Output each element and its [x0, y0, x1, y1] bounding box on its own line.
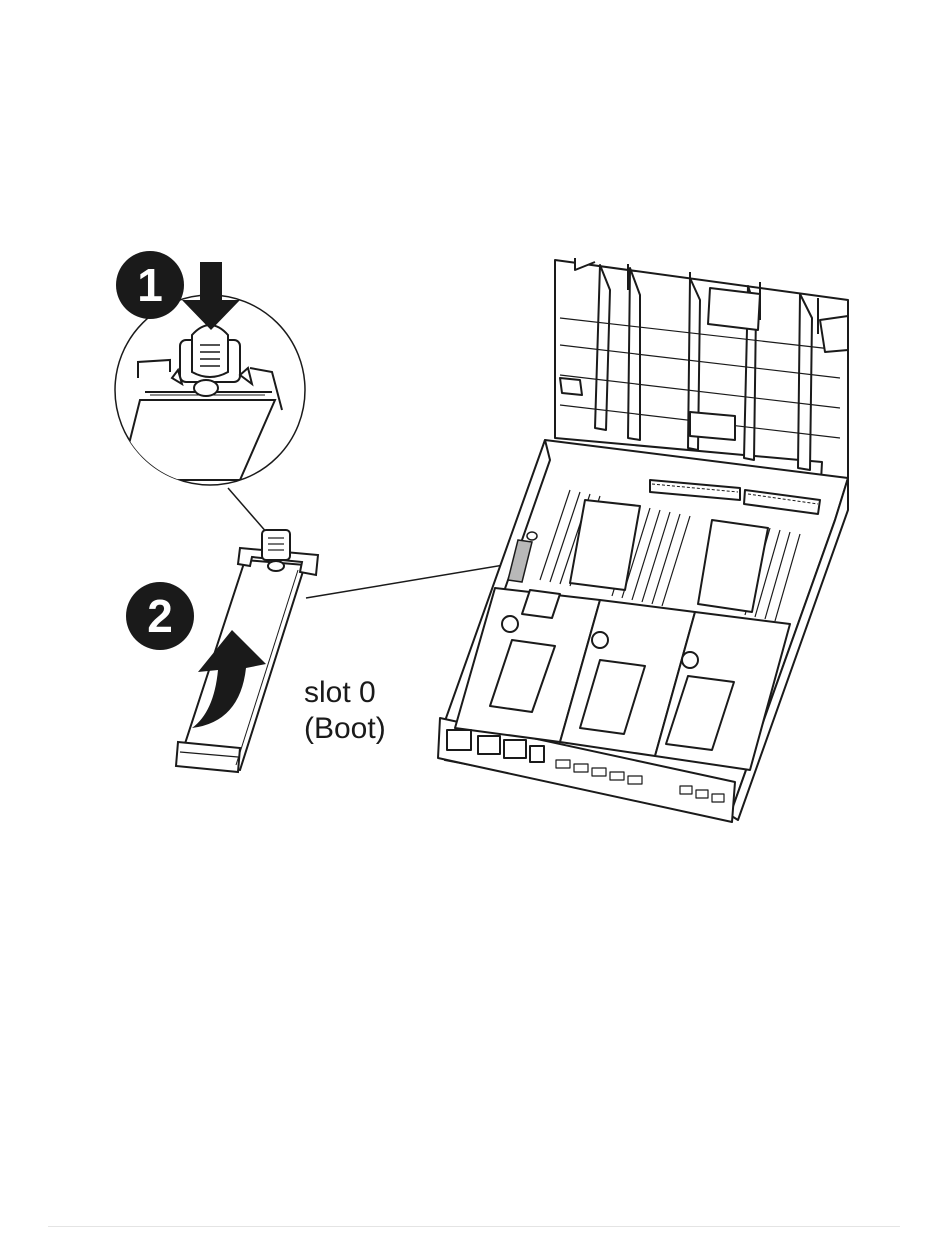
slot-leader-line [306, 562, 522, 598]
svg-text:1: 1 [137, 259, 163, 311]
zoom-leader-line [228, 488, 268, 534]
controller-module [438, 258, 848, 822]
slot-label: slot 0 [304, 676, 376, 709]
svg-text:2: 2 [147, 590, 173, 642]
step-2-badge: 2 [126, 582, 194, 650]
boot-label: (Boot) [304, 712, 386, 745]
step-1-badge: 1 [116, 251, 184, 319]
footer-divider [48, 1226, 900, 1227]
